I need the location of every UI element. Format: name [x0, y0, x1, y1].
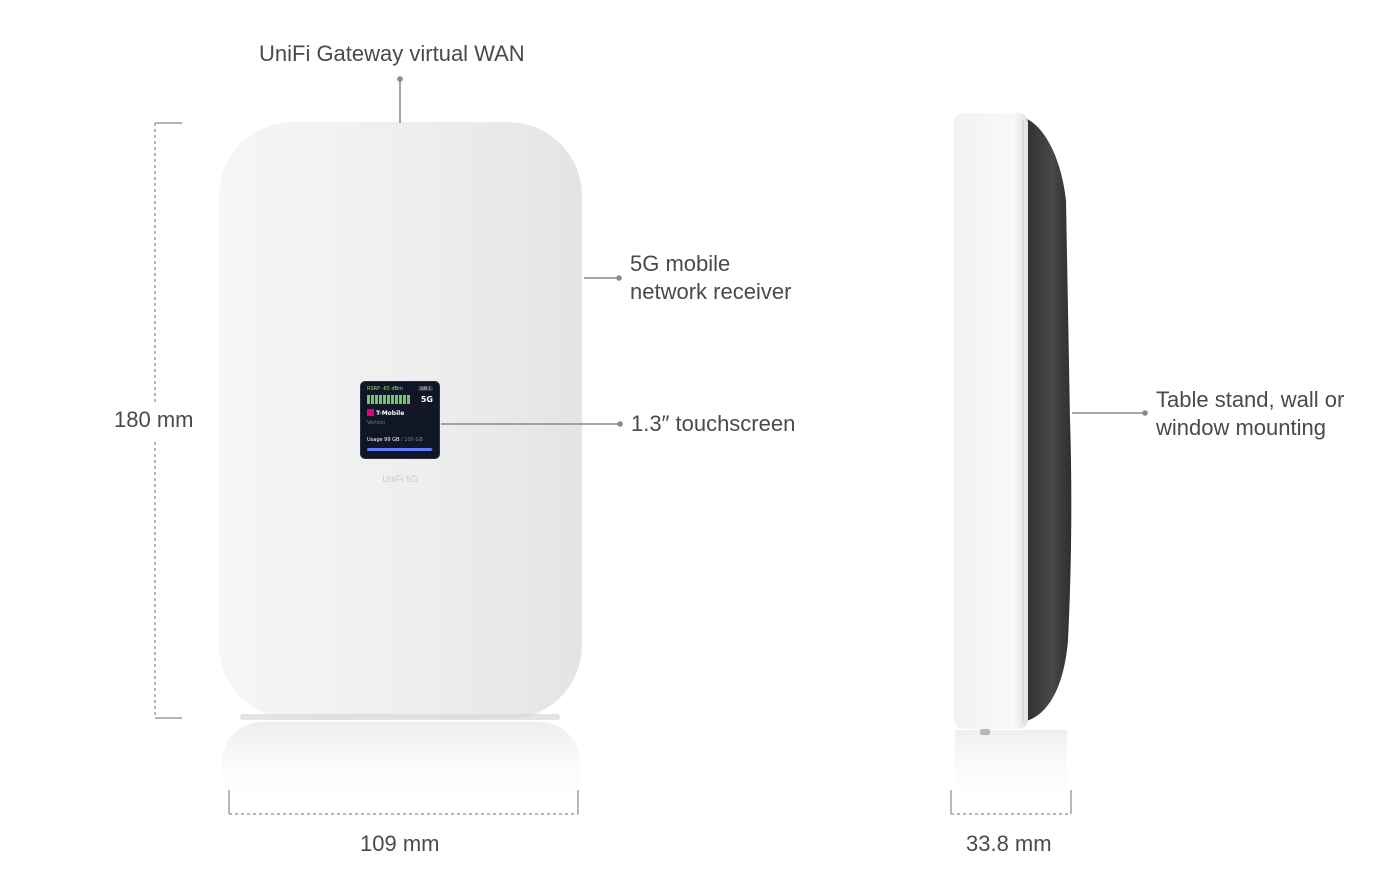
usage-total: / 100 GB [401, 437, 423, 443]
screen-carrier-inactive: Verizon [367, 420, 386, 426]
front-device-reflection [222, 722, 580, 812]
side-device-body [954, 113, 1028, 729]
signal-strength-icon [367, 395, 410, 404]
signal-bar [391, 395, 394, 404]
leader-virtual-wan [397, 76, 403, 123]
side-device-foot [980, 729, 990, 735]
signal-bar [387, 395, 390, 404]
callout-mounting-line1: Table stand, wall or [1156, 387, 1345, 412]
callout-5g-receiver-line2: network receiver [630, 279, 792, 304]
signal-bar [399, 395, 402, 404]
usage-progress-fill [367, 448, 433, 451]
side-device-back [1022, 117, 1072, 722]
height-dimension-label: 180 mm [114, 407, 194, 432]
callout-mounting-line2: window mounting [1156, 415, 1326, 440]
side-device-reflection [955, 730, 1067, 810]
side-device [954, 113, 1072, 810]
signal-bar [383, 395, 386, 404]
depth-dimension [950, 790, 1072, 815]
leader-5g-receiver [584, 275, 622, 281]
touchscreen-display: RSRP -65 dBm SIM 1 5G T-Mobile Verizon U… [361, 382, 439, 458]
front-device-bottom-shadow [240, 714, 560, 720]
callout-virtual-wan: UniFi Gateway virtual WAN [259, 41, 525, 66]
leader-touchscreen [441, 421, 623, 427]
screen-usage: Usage 99 GB / 100 GB [367, 437, 423, 443]
callout-touchscreen: 1.3″ touchscreen [631, 411, 796, 436]
device-brand-text: UniFi 5G [382, 474, 418, 484]
screen-carrier-active: T-Mobile [367, 409, 404, 417]
usage-progress-bar [367, 448, 433, 451]
width-dimension-label: 109 mm [360, 831, 440, 856]
usage-label: Usage 99 GB [367, 437, 400, 443]
screen-rsrp: RSRP -65 dBm [367, 386, 403, 392]
signal-bar [379, 395, 382, 404]
leader-mounting [1072, 410, 1148, 416]
signal-bar [403, 395, 406, 404]
carrier-active-label: T-Mobile [376, 410, 405, 417]
callout-5g-receiver-line1: 5G mobile [630, 251, 731, 276]
front-device [219, 122, 582, 812]
callout-5g-receiver: 5G mobile network receiver [630, 250, 791, 306]
signal-bar [375, 395, 378, 404]
signal-bar [395, 395, 398, 404]
screen-sim-badge: SIM 1 [418, 386, 433, 391]
signal-bar [367, 395, 370, 404]
callout-mounting: Table stand, wall or window mounting [1156, 386, 1344, 442]
carrier-logo-icon [367, 409, 374, 416]
screen-network-type: 5G [420, 395, 433, 404]
depth-dimension-label: 33.8 mm [966, 831, 1052, 856]
signal-bar [407, 395, 410, 404]
width-dimension [228, 790, 579, 815]
signal-bar [371, 395, 374, 404]
height-dimension [154, 122, 182, 719]
